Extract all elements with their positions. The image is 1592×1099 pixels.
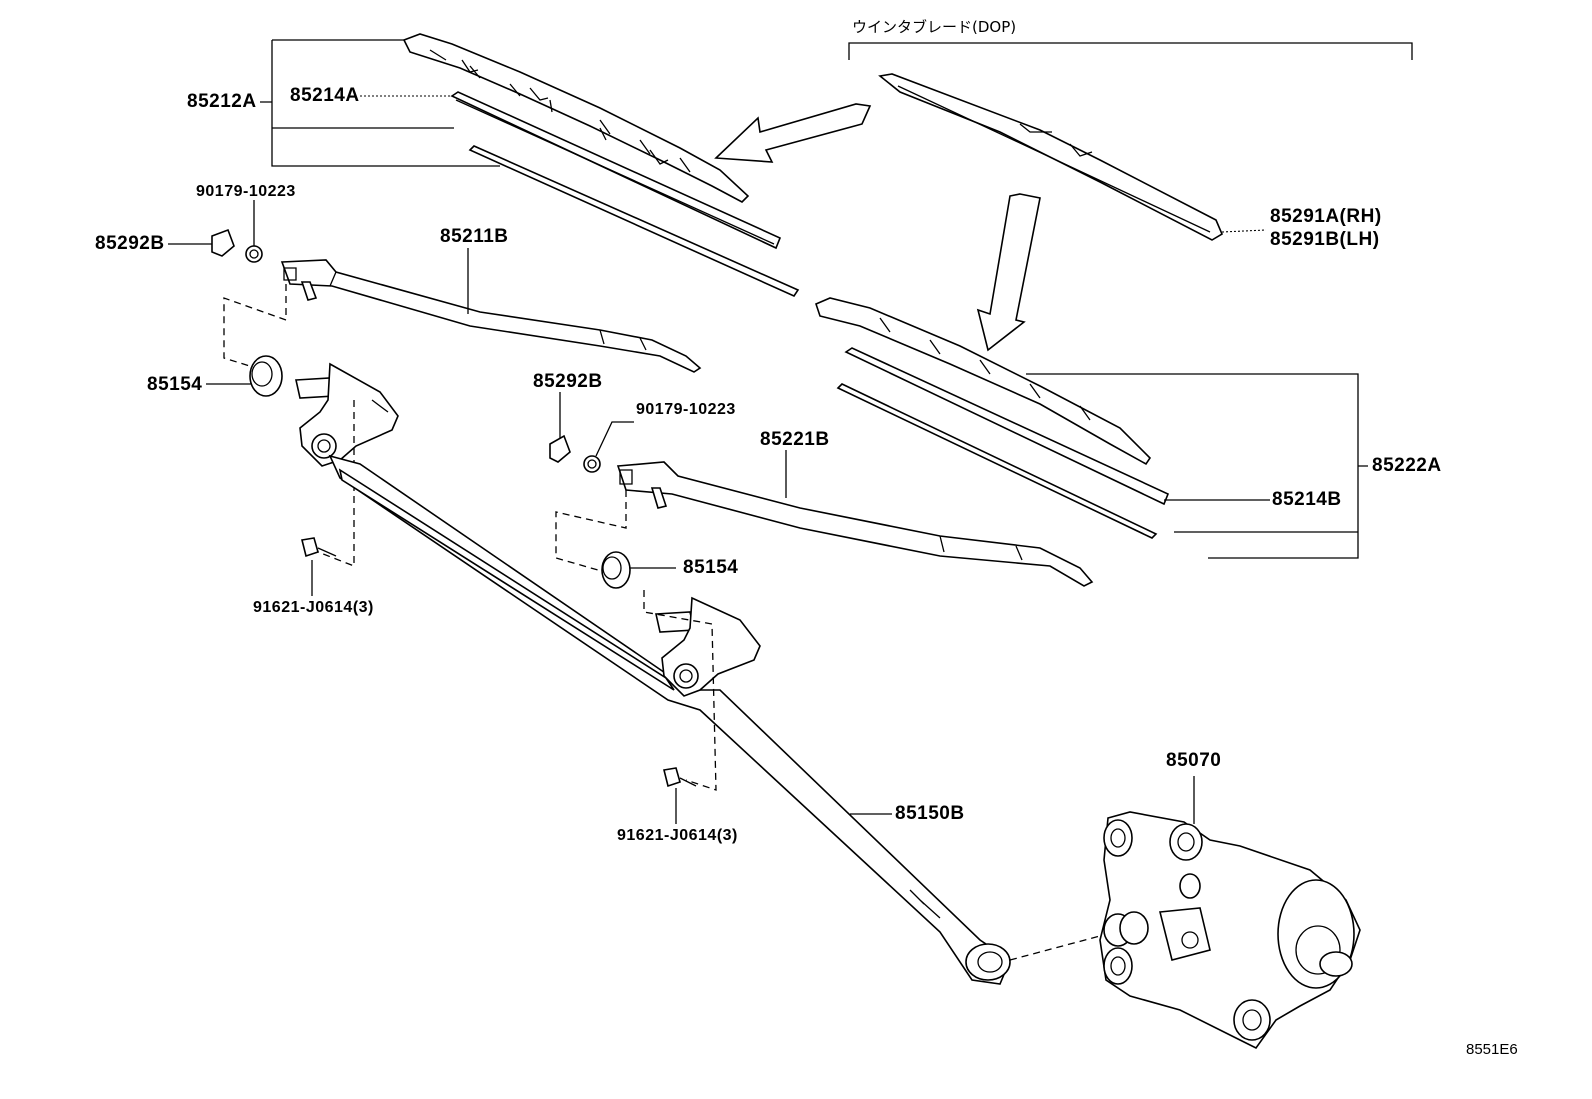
right-wiper-arm [616,461,1094,587]
right-arm-nut [583,455,601,473]
label-85214B: 85214B [1272,489,1342,510]
winter-blade [878,73,1224,241]
arrow-to-right-blade [976,193,1041,352]
arrow-to-left-blade [714,103,872,163]
label-85154-left: 85154 [147,374,203,395]
label-85212A: 85212A [187,91,257,112]
left-blade-rubber [450,91,782,250]
label-85211B: 85211B [440,226,509,247]
label-85292B-mid: 85292B [533,371,603,392]
label-85150B: 85150B [895,803,965,824]
label-85214A: 85214A [290,85,360,106]
label-90179-mid: 90179-10223 [636,401,736,418]
optional-group-label: ウインタブレード(DOP) [852,18,1017,36]
label-85291B: 85291B(LH) [1270,229,1380,250]
left-arm-cap [211,228,235,257]
label-85291A: 85291A(RH) [1270,206,1382,227]
left-pivot-bracket [295,362,399,467]
wiper-linkage [328,454,1011,985]
right-bolt [663,767,697,788]
left-wiper-arm [280,259,702,373]
right-arm-cap [549,434,571,463]
left-arm-nut [245,245,263,263]
label-85292B-left: 85292B [95,233,165,254]
label-85222A: 85222A [1372,455,1442,476]
right-pivot-bracket [655,596,761,697]
label-85221B: 85221B [760,429,830,450]
left-bolt [301,537,337,558]
label-91621-left: 91621-J0614(3) [253,599,374,616]
right-wiper-blade [815,297,1152,466]
label-85070: 85070 [1166,750,1222,771]
right-pivot-bushing [601,551,631,589]
label-85154-mid: 85154 [683,557,739,578]
figure-code: 8551E6 [1466,1041,1518,1058]
right-blade-insert [836,383,1158,539]
left-blade-insert [468,145,800,298]
label-91621-mid: 91621-J0614(3) [617,827,738,844]
label-90179-left: 90179-10223 [196,183,296,200]
right-blade-rubber [844,347,1170,506]
left-wiper-blade [402,33,750,203]
wiper-motor [1099,811,1361,1050]
left-pivot-bushing [249,355,283,397]
